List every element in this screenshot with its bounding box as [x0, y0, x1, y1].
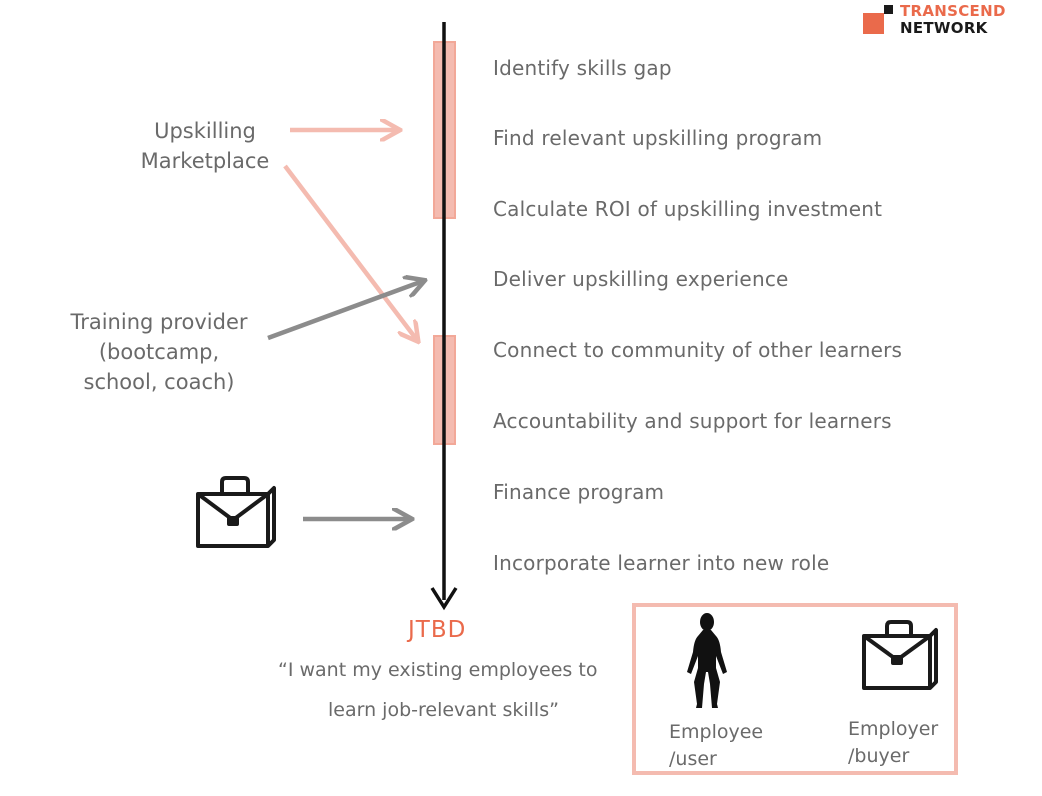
step-deliver-experience: Deliver upskilling experience: [493, 267, 789, 291]
employer-label-line-2: /buyer: [848, 745, 910, 767]
training-provider-line-3: school, coach): [83, 370, 235, 394]
employer-briefcase-icon: [862, 620, 938, 690]
timeline-arrowhead: [430, 587, 458, 611]
employee-label-line-2: /user: [669, 748, 717, 770]
step-identify-skills-gap: Identify skills gap: [493, 56, 672, 80]
employee-label: Employee /user: [669, 719, 763, 773]
training-provider-line-2: (bootcamp,: [98, 340, 220, 364]
briefcase-icon: [196, 476, 276, 548]
step-incorporate-learner: Incorporate learner into new role: [493, 551, 830, 575]
step-find-program: Find relevant upskilling program: [493, 126, 823, 150]
employer-label-line-1: Employer: [848, 718, 939, 740]
jtbd-title: JTBD: [408, 617, 467, 643]
employee-figure-icon: [687, 613, 727, 708]
logo-line-1: TRANSCEND: [900, 2, 1006, 20]
logo-mark-icon: [863, 5, 893, 34]
step-accountability: Accountability and support for learners: [493, 409, 892, 433]
training-provider-line-1: Training provider: [70, 310, 248, 334]
marketplace-arrow-2: [283, 164, 417, 340]
employer-label: Employer /buyer: [848, 716, 938, 770]
marketplace-label-line-2: Marketplace: [140, 149, 270, 173]
training-provider-label: Training provider (bootcamp, school, coa…: [50, 307, 268, 397]
step-calculate-roi: Calculate ROI of upskilling investment: [493, 197, 883, 221]
employee-label-line-1: Employee: [669, 721, 764, 743]
step-connect-community: Connect to community of other learners: [493, 338, 903, 362]
logo-line-2: NETWORK: [900, 19, 988, 37]
marketplace-label: Upskilling Marketplace: [120, 116, 290, 176]
training-provider-arrow: [267, 281, 423, 341]
persona-box: [632, 603, 958, 775]
jtbd-quote-line-1: “I want my existing employees to: [278, 659, 598, 681]
step-finance-program: Finance program: [493, 480, 665, 504]
jtbd-quote-line-2: learn job-relevant skills”: [328, 699, 559, 721]
marketplace-label-line-1: Upskilling: [154, 119, 256, 143]
